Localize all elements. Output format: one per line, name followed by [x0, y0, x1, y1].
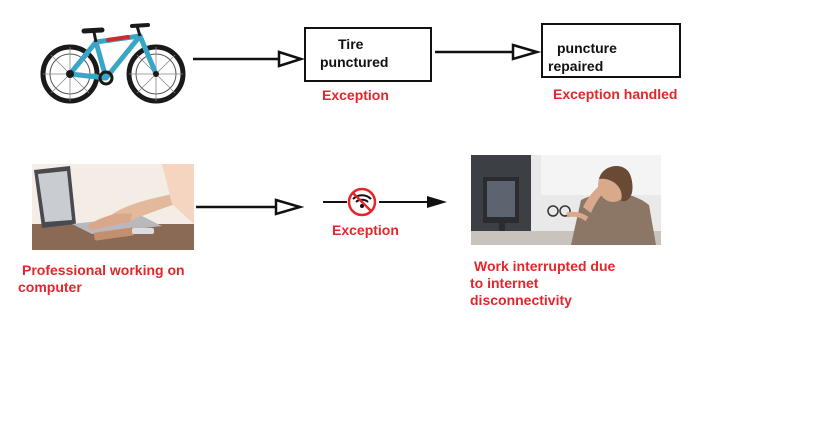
exception-handled-caption: Exception handled	[553, 86, 678, 102]
work-interrupted-caption-line1: Work interrupted due	[474, 258, 616, 274]
exception-caption-2: Exception	[332, 222, 399, 238]
puncture-repaired-box: puncture repaired	[541, 23, 681, 78]
puncture-repaired-line2: repaired	[548, 58, 604, 74]
frustrated-worker-photo	[471, 155, 661, 245]
laptop-photo	[32, 164, 194, 250]
work-interrupted-caption-line2: to internet	[470, 275, 539, 291]
tire-punctured-line2: punctured	[320, 54, 389, 70]
tire-punctured-line1: Tire	[338, 36, 364, 52]
no-wifi-connector	[323, 196, 447, 208]
arrow-tire-to-repair	[435, 43, 542, 61]
bicycle-image	[40, 23, 186, 104]
tire-punctured-box: Tire punctured	[304, 27, 432, 82]
puncture-repaired-line1: puncture	[557, 40, 617, 56]
professional-caption-line2: computer	[18, 279, 82, 295]
professional-caption-line1: Professional working on	[22, 262, 185, 278]
no-wifi-icon	[347, 187, 377, 217]
exception-caption-1: Exception	[322, 87, 389, 103]
arrow-bicycle-to-tire	[193, 50, 306, 68]
arrow-laptop-to-exception	[196, 198, 305, 216]
work-interrupted-caption-line3: disconnectivity	[470, 292, 572, 308]
